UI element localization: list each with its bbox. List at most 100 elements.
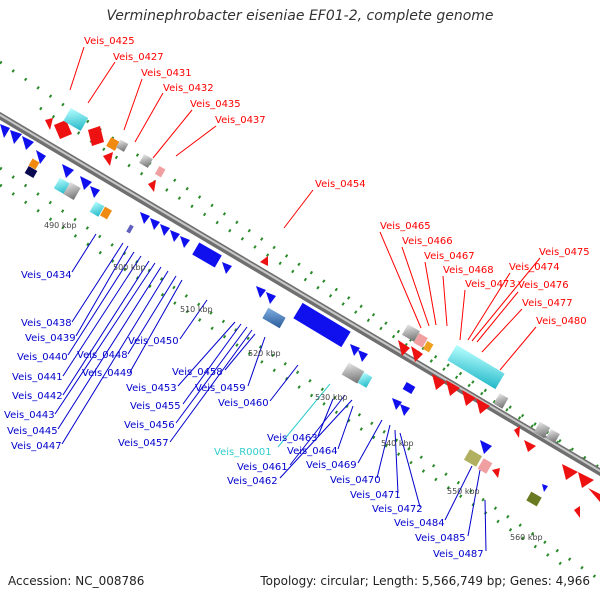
gene-label-veis-0442[interactable]: Veis_0442 xyxy=(12,391,63,402)
gene-label-veis-0440[interactable]: Veis_0440 xyxy=(17,352,68,363)
blue-gene-arrow xyxy=(358,350,368,362)
ruler-label: 560 kbp xyxy=(510,533,543,542)
leader-veis-0463 xyxy=(317,398,334,437)
leader-veis-0445 xyxy=(57,266,162,430)
leader-veis-0487 xyxy=(484,499,487,552)
gene-label-veis-0487[interactable]: Veis_0487 xyxy=(433,549,484,560)
gene-label-veis-0474[interactable]: Veis_0474 xyxy=(509,262,560,273)
gene-label-veis-0469[interactable]: Veis_0469 xyxy=(306,460,357,471)
gene-label-veis-0480[interactable]: Veis_0480 xyxy=(536,316,587,327)
gene-label-veis-0449[interactable]: Veis_0449 xyxy=(82,368,133,379)
gene-label-veis-0471[interactable]: Veis_0471 xyxy=(350,490,401,501)
gene-label-veis-0443[interactable]: Veis_0443 xyxy=(4,410,55,421)
gene-label-veis-0432[interactable]: Veis_0432 xyxy=(163,83,214,94)
purple-gene xyxy=(126,224,134,234)
gene-label-veis-0465[interactable]: Veis_0465 xyxy=(380,221,431,232)
gene-label-veis-0484[interactable]: Veis_0484 xyxy=(394,518,445,529)
leader-veis-0462 xyxy=(279,399,353,479)
leader-veis-0453 xyxy=(177,321,236,387)
leader-veis-0485 xyxy=(467,469,481,537)
gene-label-veis-0445[interactable]: Veis_0445 xyxy=(7,426,58,437)
red-gene-arrow xyxy=(574,506,580,518)
gene-label-veis-0459[interactable]: Veis_0459 xyxy=(195,383,246,394)
gene-label-veis-0476[interactable]: Veis_0476 xyxy=(518,280,569,291)
blue-gene-block xyxy=(192,242,222,268)
gene-label-veis-0450[interactable]: Veis_0450 xyxy=(128,336,179,347)
blue-gene-block xyxy=(293,302,351,348)
leader-veis-0460 xyxy=(269,364,299,402)
inner-tick-track xyxy=(0,166,600,582)
gene-label-veis-0448[interactable]: Veis_0448 xyxy=(77,350,128,361)
gene-label-veis-0464[interactable]: Veis_0464 xyxy=(287,446,338,457)
gene-label-veis-0458[interactable]: Veis_0458 xyxy=(172,367,223,378)
leader-veis-0471 xyxy=(394,429,399,494)
red-gene-arrow xyxy=(462,390,476,406)
blue-gene-arrow xyxy=(180,236,190,248)
gene-label-veis-0435[interactable]: Veis_0435 xyxy=(190,99,241,110)
leader-veis-0469 xyxy=(357,419,383,464)
leader-veis-0455 xyxy=(182,323,242,405)
gene-label-veis-0466[interactable]: Veis_0466 xyxy=(402,236,453,247)
cyan-gene-cluster xyxy=(447,344,505,390)
cyan-gene xyxy=(89,201,105,217)
gene-label-veis-0467[interactable]: Veis_0467 xyxy=(424,251,475,262)
blue-gene-arrow xyxy=(62,164,74,178)
red-gene-arrow xyxy=(45,118,53,130)
gene-label-veis-0453[interactable]: Veis_0453 xyxy=(126,383,177,394)
blue-gene-arrow xyxy=(542,484,548,492)
gene-label-veis-0473[interactable]: Veis_0473 xyxy=(465,279,516,290)
gene-label-veis-0475[interactable]: Veis_0475 xyxy=(539,247,590,258)
gene-label-veis-0454[interactable]: Veis_0454 xyxy=(315,179,366,190)
gene-label-veis-0425[interactable]: Veis_0425 xyxy=(84,36,135,47)
leader-veis-0435 xyxy=(152,109,193,159)
olive-gene xyxy=(526,491,542,507)
gene-label-veis-0457[interactable]: Veis_0457 xyxy=(118,438,169,449)
gene-label-veis-0470[interactable]: Veis_0470 xyxy=(330,475,381,486)
red-gene-arrow xyxy=(492,468,500,478)
gene-label-veis-0472[interactable]: Veis_0472 xyxy=(372,504,423,515)
gene-label-veis-r0001[interactable]: Veis_R0001 xyxy=(214,447,272,458)
steel-gene xyxy=(262,307,286,329)
gene-label-veis-0456[interactable]: Veis_0456 xyxy=(124,420,175,431)
navy-gene xyxy=(24,166,38,178)
gene-label-veis-0427[interactable]: Veis_0427 xyxy=(113,52,164,63)
gene-label-veis-0461[interactable]: Veis_0461 xyxy=(237,462,288,473)
leader-veis-0473 xyxy=(459,289,466,341)
leader-veis-0459 xyxy=(247,336,266,387)
leader-veis-0441 xyxy=(62,255,142,377)
blue-gene-arrow xyxy=(150,218,160,230)
blue-gene-arrow xyxy=(36,150,46,164)
gene-label-veis-0441[interactable]: Veis_0441 xyxy=(12,372,63,383)
genome-backbone-highlight xyxy=(0,113,600,473)
accession-text: Accession: NC_008786 xyxy=(8,574,145,588)
gene-label-veis-0468[interactable]: Veis_0468 xyxy=(443,265,494,276)
gene-label-veis-0463[interactable]: Veis_0463 xyxy=(267,433,318,444)
leader-veis-0432 xyxy=(134,92,164,143)
leader-veis-0454 xyxy=(283,189,314,229)
leader-veis-0474 xyxy=(467,272,511,341)
gene-label-veis-0431[interactable]: Veis_0431 xyxy=(141,68,192,79)
gene-label-veis-0460[interactable]: Veis_0460 xyxy=(218,398,269,409)
red-gene xyxy=(88,126,104,146)
leader-veis-0448 xyxy=(127,275,177,355)
red-gene-arrow xyxy=(514,426,520,438)
cyan-gene xyxy=(357,372,373,388)
gene-label-veis-0447[interactable]: Veis_0447 xyxy=(11,441,62,452)
bottom-leader-lines xyxy=(54,233,487,552)
cyan-gene xyxy=(63,107,89,131)
gene-label-veis-0438[interactable]: Veis_0438 xyxy=(21,318,72,329)
gene-label-veis-0485[interactable]: Veis_0485 xyxy=(415,533,466,544)
top-leader-lines xyxy=(69,46,541,371)
lower-features xyxy=(0,124,548,507)
red-gene-arrow xyxy=(398,340,410,356)
blue-gene-arrow xyxy=(22,136,34,150)
gene-label-veis-0437[interactable]: Veis_0437 xyxy=(215,115,266,126)
gene-label-veis-0439[interactable]: Veis_0439 xyxy=(25,333,76,344)
gene-label-veis-0462[interactable]: Veis_0462 xyxy=(227,476,278,487)
gene-label-veis-0434[interactable]: Veis_0434 xyxy=(21,270,72,281)
leader-veis-0456 xyxy=(175,326,248,424)
gene-label-veis-0477[interactable]: Veis_0477 xyxy=(522,298,573,309)
gene-label-veis-0455[interactable]: Veis_0455 xyxy=(130,401,181,412)
red-gene-arrow xyxy=(588,488,600,502)
